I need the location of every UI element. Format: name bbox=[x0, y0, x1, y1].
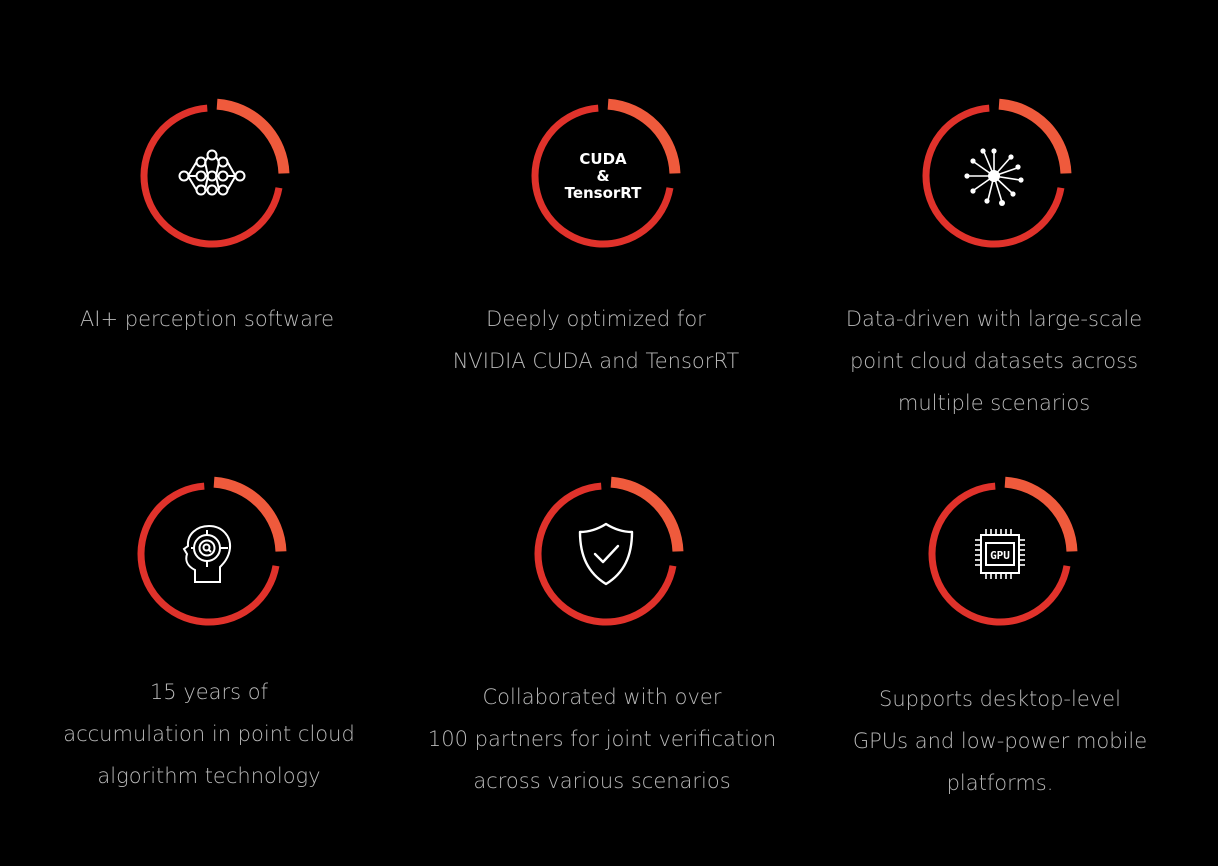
ring-accent-arc bbox=[998, 98, 1072, 174]
ring-arc bbox=[928, 476, 1078, 626]
feature-description: 15 years of accumulation in point cloud … bbox=[19, 671, 399, 797]
feature-line: multiple scenarios bbox=[897, 391, 1091, 415]
cuda-tensorrt-logo: CUDA & TensorRT bbox=[559, 132, 647, 220]
ring-accent-arc bbox=[213, 476, 287, 552]
feature-line: AI+ perception software bbox=[79, 307, 335, 331]
ring-main-arc bbox=[137, 482, 280, 626]
logo-line: & bbox=[596, 166, 610, 185]
feature-description: Data-driven with large-scale point cloud… bbox=[804, 298, 1184, 424]
feature-line: NVIDIA CUDA and TensorRT bbox=[452, 349, 740, 373]
ring-accent-arc bbox=[1004, 476, 1078, 552]
ring-arc bbox=[534, 476, 684, 626]
feature-line: across various scenarios bbox=[473, 769, 731, 793]
ring-accent-arc bbox=[216, 98, 290, 174]
ring-arc bbox=[140, 98, 290, 248]
feature-description: Supports desktop-level GPUs and low-powe… bbox=[810, 678, 1190, 804]
progress-ring: CUDA & TensorRT bbox=[523, 96, 683, 256]
feature-line: 15 years of bbox=[149, 680, 269, 704]
feature-description: Deeply optimized for NVIDIA CUDA and Ten… bbox=[406, 298, 786, 382]
logo-line: CUDA bbox=[579, 149, 627, 168]
ring-main-arc bbox=[928, 482, 1071, 626]
feature-line: algorithm technology bbox=[97, 764, 321, 788]
feature-line: Collaborated with over bbox=[482, 685, 722, 709]
progress-ring bbox=[526, 474, 686, 634]
gpu-chip-icon: GPU bbox=[956, 510, 1044, 598]
ring-main-arc bbox=[140, 104, 283, 248]
feature-line: accumulation in point cloud bbox=[63, 722, 355, 746]
feature-line: point cloud datasets across bbox=[849, 349, 1139, 373]
head-brain-icon bbox=[165, 510, 253, 598]
point-cloud-burst-icon bbox=[950, 132, 1038, 220]
feature-line: GPUs and low-power mobile bbox=[852, 729, 1148, 753]
progress-ring bbox=[132, 96, 292, 256]
feature-description: AI+ perception software bbox=[17, 298, 397, 340]
progress-ring bbox=[914, 96, 1074, 256]
feature-line: 100 partners for joint verification bbox=[427, 727, 777, 751]
progress-ring: GPU bbox=[920, 474, 1080, 634]
ring-accent-arc bbox=[610, 476, 684, 552]
ring-main-arc bbox=[534, 482, 677, 626]
neural-network-icon bbox=[168, 132, 256, 220]
ring-main-arc bbox=[922, 104, 1065, 248]
feature-line: platforms. bbox=[946, 771, 1054, 795]
feature-description: Collaborated with over 100 partners for … bbox=[412, 676, 792, 802]
shield-check-icon bbox=[562, 510, 650, 598]
ring-main-arc bbox=[531, 104, 674, 248]
feature-line: Deeply optimized for bbox=[486, 307, 706, 331]
ring-arc bbox=[531, 98, 681, 248]
chip-label: GPU bbox=[990, 549, 1010, 562]
ring-arc bbox=[137, 476, 287, 626]
ring-arc bbox=[922, 98, 1072, 248]
ring-accent-arc bbox=[607, 98, 681, 174]
feature-line: Data-driven with large-scale bbox=[845, 307, 1143, 331]
feature-line: Supports desktop-level bbox=[879, 687, 1121, 711]
progress-ring bbox=[129, 474, 289, 634]
logo-line: TensorRT bbox=[564, 183, 642, 202]
